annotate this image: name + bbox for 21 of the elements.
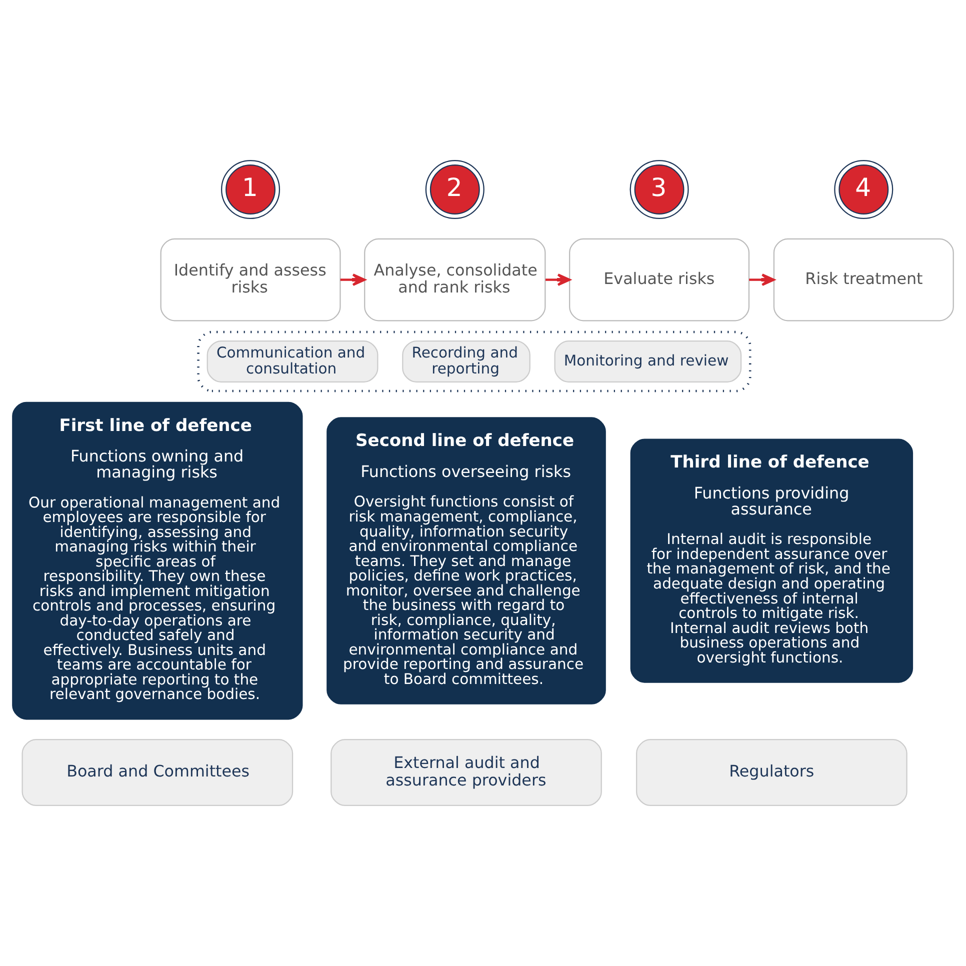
node-circle: 4 bbox=[834, 160, 894, 220]
arrow bbox=[749, 274, 775, 286]
node-box: Regulators bbox=[636, 739, 908, 806]
node-circle: 2 bbox=[425, 160, 484, 220]
node-box: Second line of defence Functions overseeing risks Oversight functions consist of risk management, compliance, quality, information security and environmental compliance teams. They set and manage policies, define work practices, monitor, oversee and challenge the business with regard to risk, compliance, quality, information security and environmental compliance and provide reporting and assurance to Board committees. bbox=[326, 417, 606, 704]
node-box: Communication and consultation bbox=[206, 340, 378, 383]
cluster bbox=[197, 330, 752, 392]
node-circle: 3 bbox=[630, 160, 689, 220]
node-box: Risk treatment bbox=[773, 238, 954, 322]
node-box: Monitoring and review bbox=[554, 340, 742, 383]
node-box: First line of defence Functions owning and managing risks Our operational management and employees are responsible for identifying, assessing and managing risks within their specific areas of responsibility. They own these risks and implement mitigation controls and processes, ensuring day-to-day operations are conducted safely and effectively. Business units and teams are accountable for appropriate reporting to the relevant governance bodies. bbox=[12, 402, 303, 720]
node-circle: 1 bbox=[221, 160, 280, 220]
node-box: Third line of defence Functions providing assurance Internal audit is responsible for independent assurance over the management of risk, and the adequate design and operating effectiveness of internal controls to mitigate risk. Internal audit reviews both business operations and oversight functions. bbox=[630, 438, 914, 683]
node-box: Board and Committees bbox=[22, 739, 294, 806]
node-box: Identify and assess risks bbox=[160, 238, 341, 322]
node-box: Analyse, consolidate and rank risks bbox=[364, 238, 546, 322]
node-box: Recording and reporting bbox=[402, 340, 530, 383]
arrow bbox=[546, 274, 571, 286]
node-box: Evaluate risks bbox=[569, 238, 750, 322]
node-box: External audit and assurance providers bbox=[330, 739, 602, 806]
arrow bbox=[340, 274, 366, 286]
